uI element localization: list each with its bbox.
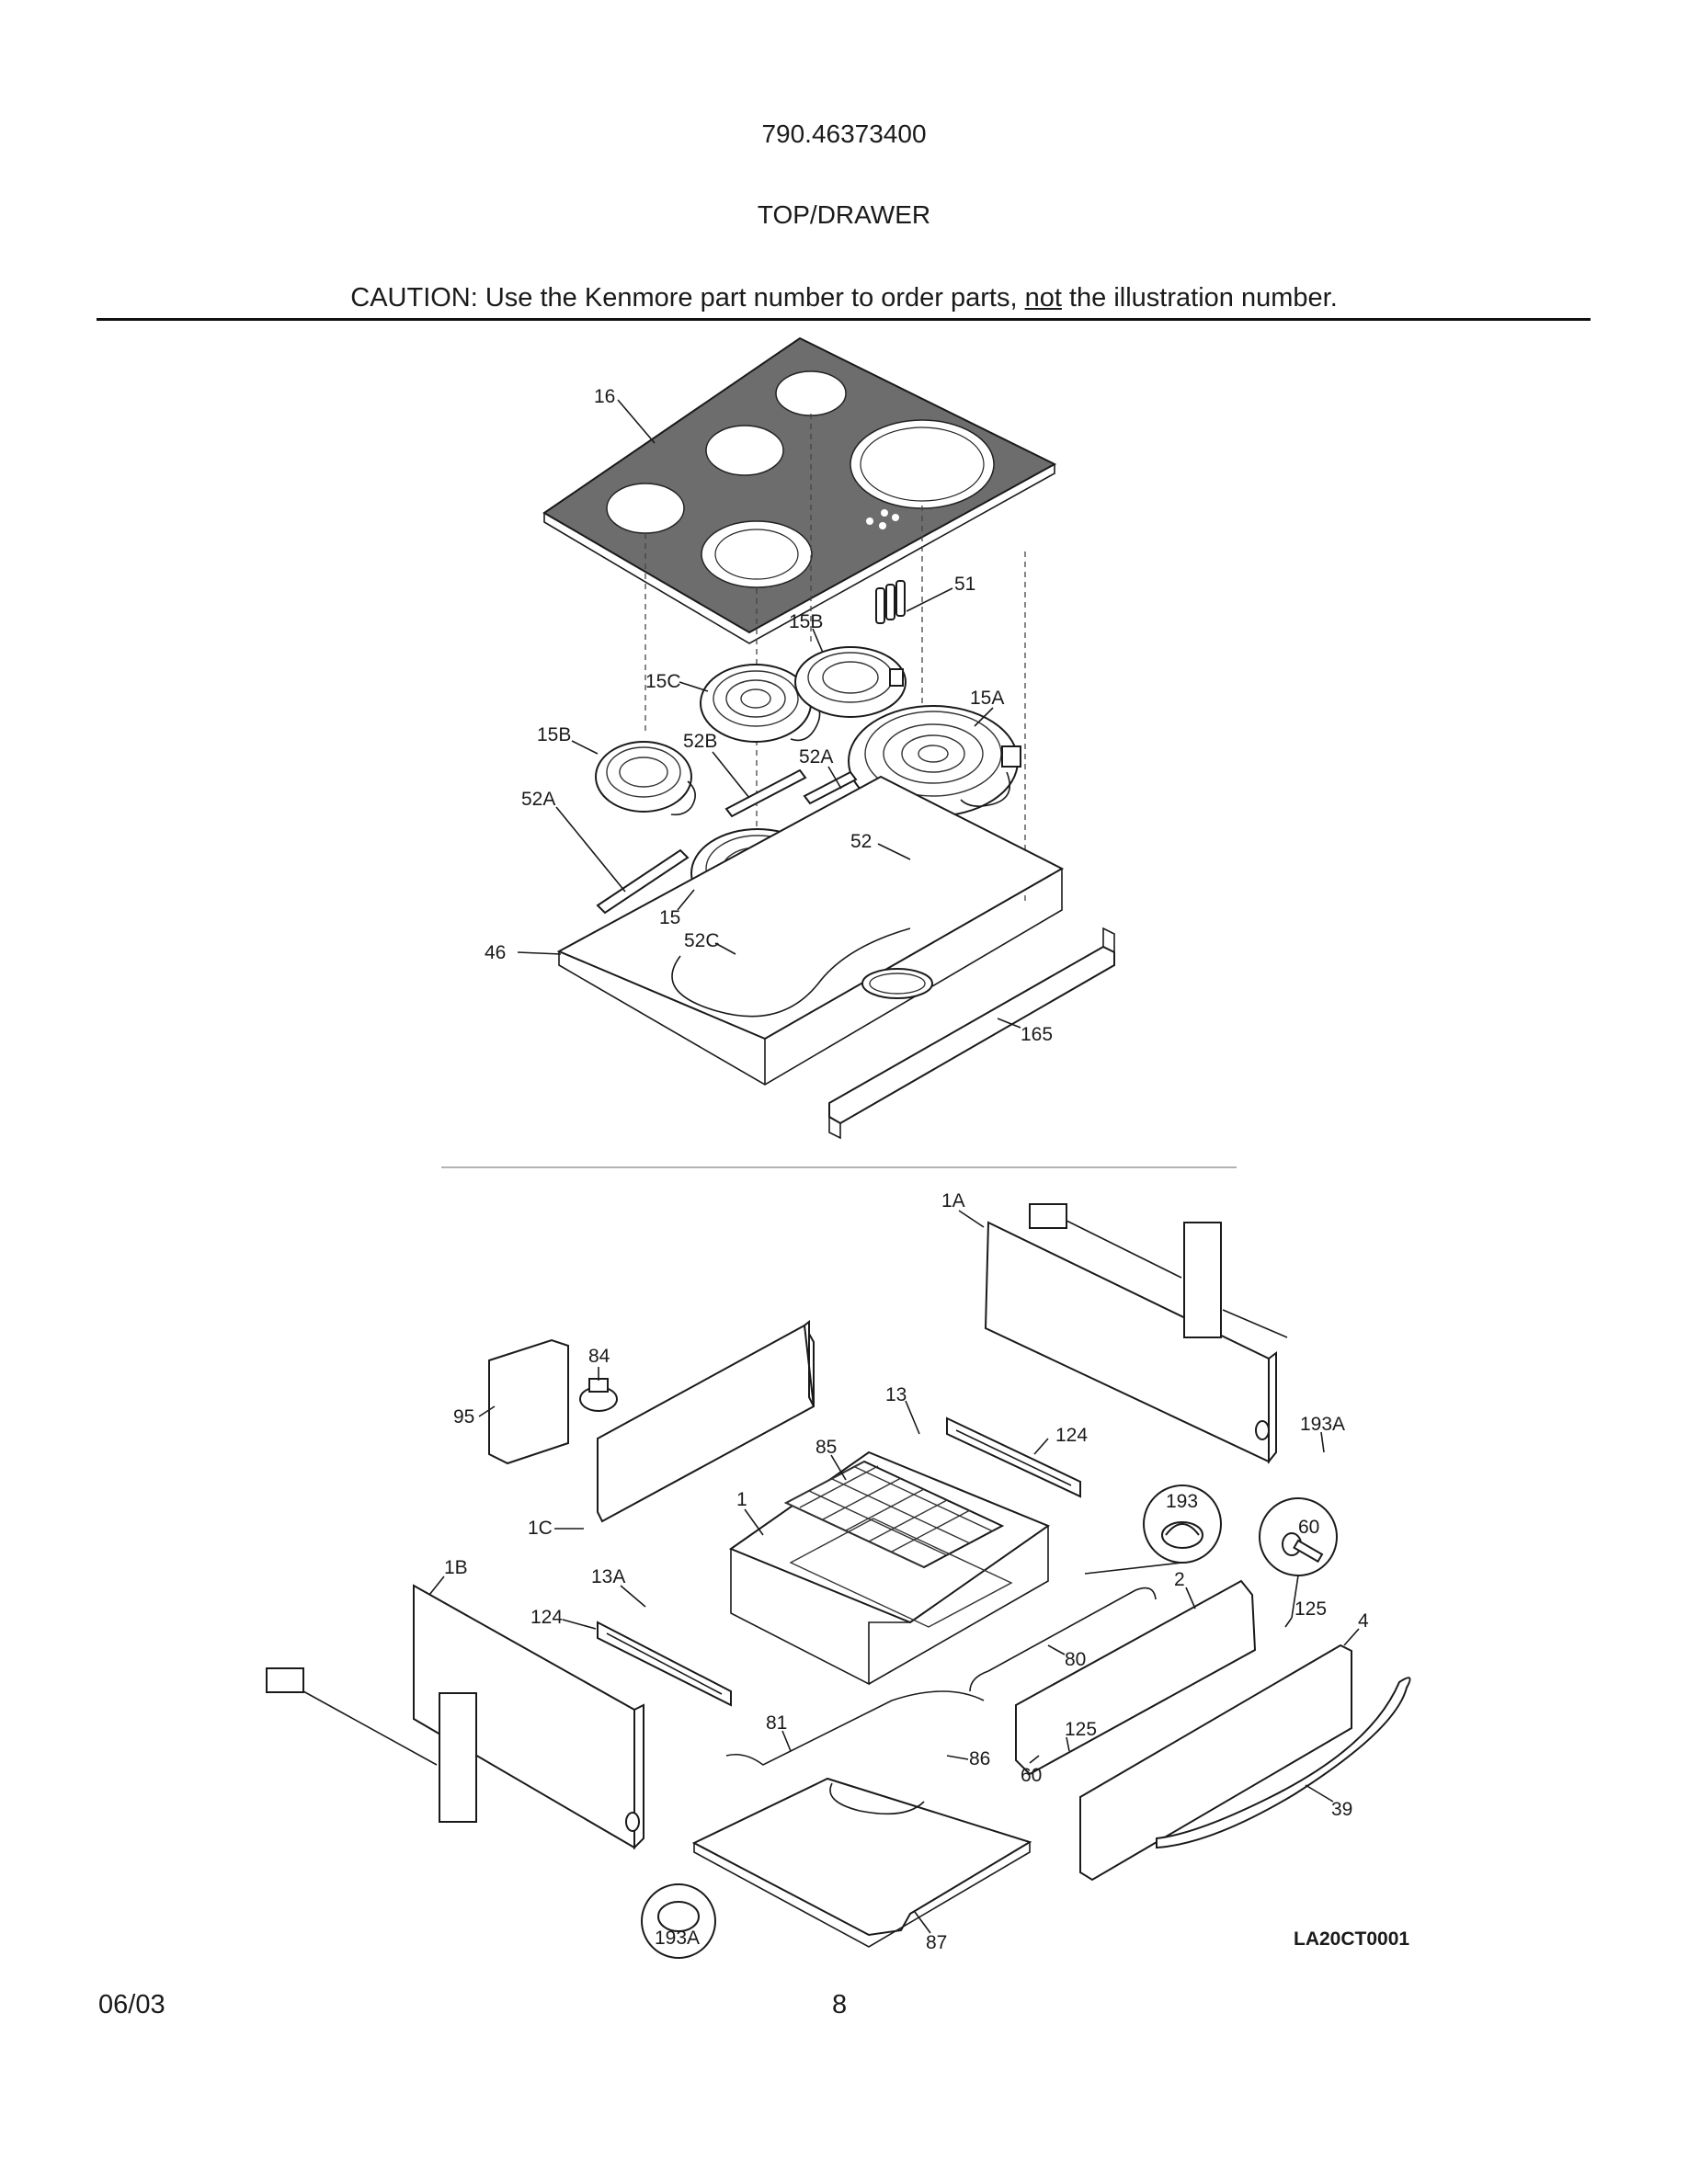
- drawing-code: LA20CT0001: [1294, 1928, 1409, 1950]
- caution-emphasis: not: [1024, 283, 1062, 313]
- footer-date: 06/03: [98, 1990, 165, 2019]
- callout-193A-circle: 193A: [655, 1928, 700, 1949]
- callout-52B: 52B: [683, 731, 717, 752]
- drawer-pan-87: [691, 1690, 1032, 1948]
- cooktop-glass: [542, 336, 1057, 644]
- terminal-block-51: [875, 580, 906, 624]
- page-number: 8: [832, 1990, 848, 2019]
- callout-84: 84: [588, 1346, 610, 1367]
- drawer-rack-85: [783, 1460, 1013, 1628]
- callout-51: 51: [954, 574, 975, 595]
- callout-1: 1: [736, 1489, 747, 1510]
- callout-85: 85: [815, 1437, 837, 1458]
- callout-81: 81: [766, 1712, 787, 1734]
- callout-13A: 13A: [591, 1566, 625, 1587]
- callout-125-right: 125: [1295, 1598, 1327, 1620]
- callout-15: 15: [659, 907, 680, 928]
- callout-4: 4: [1358, 1610, 1369, 1632]
- callout-39: 39: [1331, 1799, 1352, 1820]
- callout-60-mid: 60: [1021, 1765, 1042, 1786]
- callout-1A: 1A: [941, 1190, 965, 1211]
- callout-13: 13: [885, 1384, 907, 1405]
- burner-box: [556, 775, 1065, 1086]
- callout-15B-top: 15B: [789, 611, 823, 632]
- drawer-front-4: [1079, 1644, 1352, 1882]
- caution-note: CAUTION: Use the Kenmore part number to …: [0, 283, 1688, 313]
- cooktop-guide-lines: [644, 414, 1026, 901]
- gas-regulator-84: [579, 1378, 618, 1412]
- callout-52A-mid: 52A: [799, 746, 833, 768]
- slide-rail-124-left: [597, 1621, 732, 1707]
- caution-text-end: the illustration number.: [1061, 283, 1338, 313]
- callout-124-left: 124: [530, 1607, 563, 1628]
- callout-2: 2: [1174, 1569, 1185, 1590]
- callout-193-circle: 193: [1166, 1491, 1198, 1512]
- slide-rail-124-top: [946, 1416, 1081, 1498]
- callout-165: 165: [1021, 1024, 1053, 1045]
- header-rule: [97, 318, 1591, 321]
- callout-124-top: 124: [1055, 1425, 1088, 1446]
- model-number: 790.46373400: [761, 119, 927, 148]
- element-15B-top: [794, 646, 907, 718]
- callout-1B: 1B: [444, 1557, 468, 1578]
- callout-15A: 15A: [970, 688, 1004, 709]
- callout-87: 87: [926, 1932, 947, 1953]
- element-15B-left: [595, 741, 696, 816]
- callout-15B-left: 15B: [537, 724, 571, 745]
- section-title: TOP/DRAWER: [757, 200, 931, 229]
- caution-text-start: CAUTION: Use the Kenmore part number to …: [350, 283, 1025, 313]
- callout-86: 86: [969, 1748, 990, 1769]
- detail-circles: [641, 1484, 1338, 1959]
- callout-1C: 1C: [528, 1518, 553, 1539]
- right-side-panel-1A: [984, 1203, 1288, 1464]
- drawer-handle-39: [1156, 1677, 1411, 1849]
- drawer-panel-2: [969, 1579, 1257, 1776]
- callout-52: 52: [850, 831, 872, 852]
- rear-trim-165: [828, 927, 1115, 1140]
- callout-52C: 52C: [684, 930, 720, 951]
- callout-60-circle: 60: [1298, 1517, 1319, 1538]
- callout-15C: 15C: [645, 671, 681, 692]
- left-side-panel-1B: [266, 1584, 644, 1850]
- callout-95: 95: [453, 1406, 474, 1428]
- callout-46: 46: [485, 942, 506, 963]
- callout-16: 16: [594, 386, 615, 407]
- callout-193A-right: 193A: [1300, 1414, 1345, 1435]
- callout-leader-lines: [428, 399, 1360, 1934]
- callout-labels: 16 51 15B 15C 15A 15B 52B 52A 52A 52 15 …: [444, 386, 1409, 1953]
- callout-80: 80: [1065, 1649, 1086, 1670]
- callout-125-mid: 125: [1065, 1719, 1097, 1740]
- left-front-panel: [488, 1319, 815, 1523]
- callout-52A-left: 52A: [521, 789, 555, 810]
